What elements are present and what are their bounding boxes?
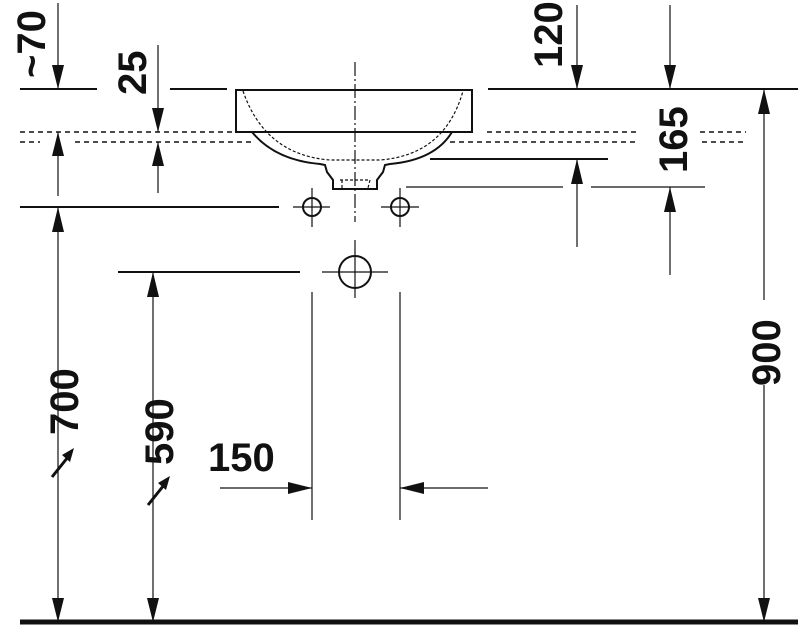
dim-supply-spacing: 150 <box>208 436 275 480</box>
basin-bowl <box>251 131 453 190</box>
dim-top-clearance: ~70 <box>10 10 54 78</box>
leader-arrow-590 <box>146 484 166 506</box>
basin <box>235 89 473 190</box>
dim-floor-to-rim: 900 <box>745 319 789 386</box>
leader-arrow-700 <box>50 456 70 478</box>
dim-floor-to-waste: 590 <box>138 398 182 465</box>
drain <box>340 179 371 189</box>
basin-rim <box>235 89 473 133</box>
dim-floor-to-supply: 700 <box>43 368 87 435</box>
basin-inner <box>242 90 464 161</box>
reference-lines <box>20 62 798 625</box>
dim-rim-to-tap: 165 <box>652 106 696 173</box>
dim-rim-to-waste: 120 <box>527 1 571 68</box>
supply-connections <box>293 188 419 298</box>
dim-overflow-depth: 25 <box>111 51 155 96</box>
dimension-lines <box>50 3 770 622</box>
